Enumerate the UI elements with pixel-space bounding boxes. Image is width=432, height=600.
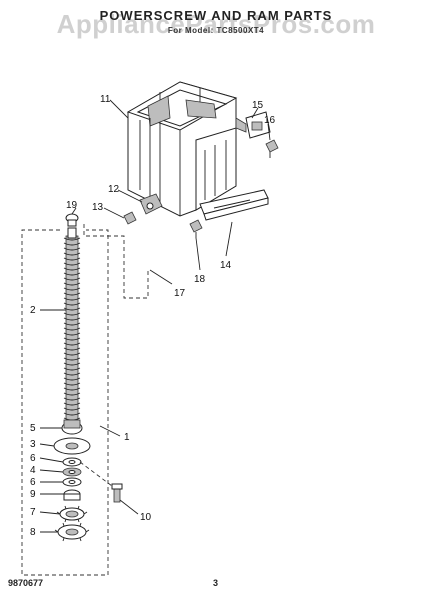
screw-thread xyxy=(63,352,81,356)
callout-5: 5 xyxy=(30,423,36,434)
screw-thread xyxy=(63,252,81,256)
screw-thread xyxy=(63,302,81,306)
bracket-17 xyxy=(245,111,271,139)
screw-13 xyxy=(123,211,137,225)
callout-14: 18 xyxy=(194,274,206,285)
page-number: 3 xyxy=(213,578,219,588)
powerscrew-2 xyxy=(63,227,81,423)
screw-thread xyxy=(63,242,81,246)
screw-thread xyxy=(63,312,81,316)
screw-thread xyxy=(63,282,81,286)
screw-thread xyxy=(63,402,81,406)
screw-thread xyxy=(63,342,81,346)
screw-thread xyxy=(63,272,81,276)
callout-3: 3 xyxy=(30,439,36,450)
screw-thread xyxy=(63,412,81,416)
screw-thread xyxy=(63,337,81,341)
callout-18: 16 xyxy=(264,115,276,126)
screw-thread xyxy=(63,297,81,301)
screw-thread xyxy=(63,267,81,271)
gear-8 xyxy=(54,522,90,542)
screw-thread xyxy=(63,377,81,381)
cap-19 xyxy=(65,213,79,227)
washer-4 xyxy=(62,467,82,477)
callout-10: 10 xyxy=(140,512,152,523)
callout-11: 11 xyxy=(100,94,111,105)
bearing-5 xyxy=(61,419,83,435)
screw-thread xyxy=(63,362,81,366)
callout-6a: 6 xyxy=(30,453,36,464)
callout-labels: 11 15 16 12 13 19 14 18 17 2 1 5 3 6 4 6… xyxy=(30,94,276,538)
clip-12 xyxy=(139,193,163,215)
callout-6b: 6 xyxy=(30,477,36,488)
screw-thread xyxy=(63,392,81,396)
callout-17: 15 xyxy=(252,100,264,111)
assembly-bracket-1 xyxy=(21,229,109,576)
screw-thread xyxy=(63,317,81,321)
screw-thread xyxy=(63,407,81,411)
screw-thread xyxy=(63,262,81,266)
screw-18 xyxy=(265,139,279,158)
screw-thread xyxy=(63,327,81,331)
callout-9: 9 xyxy=(30,489,36,500)
callout-7: 7 xyxy=(30,507,36,518)
page-title: POWERSCREW AND RAM PARTS xyxy=(99,8,333,23)
callout-13: 13 xyxy=(92,202,104,213)
screw-thread xyxy=(63,372,81,376)
callout-12: 12 xyxy=(108,184,120,195)
ram-housing xyxy=(126,81,247,217)
callout-19: 19 xyxy=(66,200,78,211)
screw-thread xyxy=(63,397,81,401)
callout-2: 2 xyxy=(30,305,36,316)
model-subtitle: For Model: TC8500XT4 xyxy=(167,26,265,35)
callout-1: 1 xyxy=(124,432,130,443)
callout-16: 17 xyxy=(174,288,186,299)
screw-thread xyxy=(63,357,81,361)
washer-6b xyxy=(62,477,82,487)
screw-10 xyxy=(111,483,123,503)
screw-thread xyxy=(63,367,81,371)
callout-4: 4 xyxy=(30,465,36,476)
screw-thread xyxy=(63,287,81,291)
callout-8: 8 xyxy=(30,527,36,538)
screw-thread xyxy=(63,257,81,261)
screw-thread xyxy=(63,322,81,326)
gear-7 xyxy=(56,505,88,523)
screw-thread xyxy=(63,247,81,251)
document-part-number: 9870677 xyxy=(8,578,44,588)
callout-15: 14 xyxy=(220,260,232,271)
screw-thread xyxy=(63,277,81,281)
screw-thread xyxy=(63,292,81,296)
screw-thread xyxy=(63,382,81,386)
screw-thread xyxy=(63,237,81,241)
spacer-9 xyxy=(63,489,81,501)
watermark: AppliancePartsPros.com xyxy=(56,9,376,39)
screw-14 xyxy=(189,219,203,238)
screw-thread xyxy=(63,347,81,351)
washer-6a xyxy=(62,457,82,467)
cable-16 xyxy=(83,224,149,299)
screw-thread xyxy=(63,387,81,391)
leader-lines xyxy=(39,99,271,533)
rail-15 xyxy=(199,189,269,221)
screw-thread xyxy=(63,307,81,311)
flange-3 xyxy=(53,437,91,455)
screw-thread xyxy=(63,332,81,336)
